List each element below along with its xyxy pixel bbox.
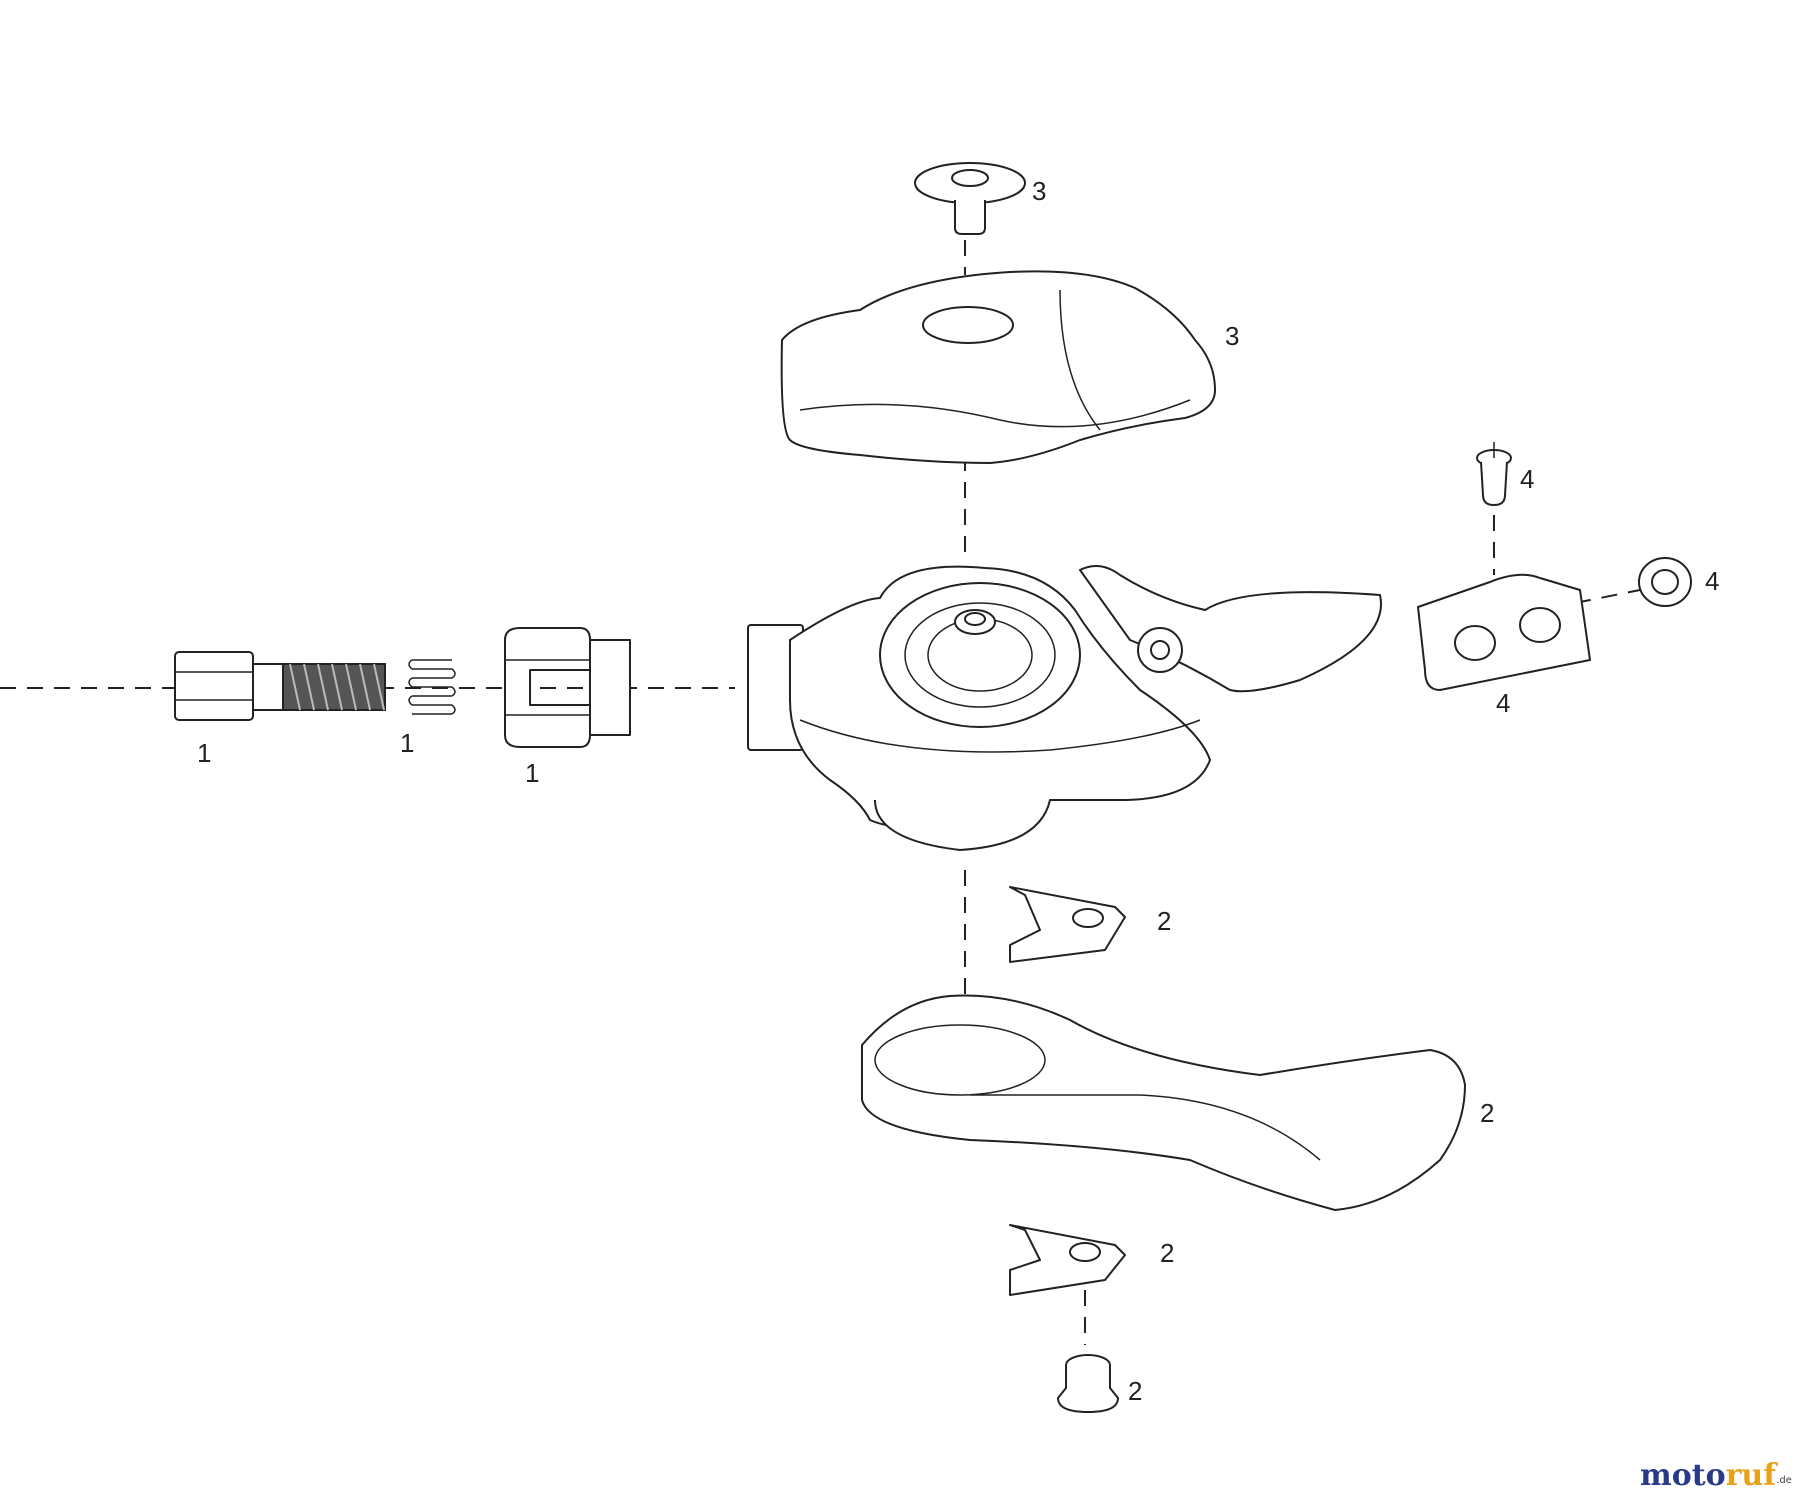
cover-bolt-shank [954,200,986,235]
housing-base [874,799,1051,851]
callout-pump-lever: 2 [1480,1098,1494,1128]
callout-top-cover: 3 [1225,321,1239,351]
clamp-washer [1638,557,1692,607]
callout-cable-clip: 1 [525,758,539,788]
callout-cover-bolt: 3 [1032,176,1046,206]
callout-clamp-screw: 4 [1520,464,1534,494]
watermark-part-b: ruf [1726,1458,1779,1493]
lever-bushing-bottom [1009,1224,1126,1296]
callout-lever-bushing-top: 2 [1157,906,1171,936]
release-trigger [1079,565,1382,693]
callout-labels: 1 1 1 3 3 4 4 4 2 2 2 2 [197,176,1719,1406]
top-cover [780,270,1216,464]
axis-clamp-washer [1574,589,1641,604]
watermark-part-a: moto [1640,1458,1726,1493]
pivot-bolt-body [1057,1365,1119,1413]
callout-lever-bushing-bottom: 2 [1160,1238,1174,1268]
callout-clamp-washer: 4 [1705,566,1719,596]
barrel-neck [252,663,284,711]
spring [408,659,456,715]
clamp-screw [1476,442,1512,506]
clamp-plate-hole-2 [1519,607,1561,643]
cover-bolt-hole [922,306,1014,344]
clamp-plate-body [1417,573,1591,691]
watermark-logo: motoruf.de [1640,1458,1792,1493]
watermark-text: motoruf.de [1640,1458,1792,1493]
clip-body [504,627,591,748]
spool-disc [879,582,1081,728]
cover-shell [780,270,1216,464]
barrel-hex-head [174,651,254,721]
clip-sleeve [589,639,631,736]
clamp-screw-shank [1480,461,1508,506]
clamp-plate [1417,573,1591,691]
bushing-bottom-body [1009,1224,1126,1296]
adjuster-barrel [174,651,386,721]
assembly-axes [0,240,1641,1345]
cover-bolt [914,162,1026,235]
clamp-plate-hole-1 [1454,625,1496,661]
cable-clip [504,627,631,748]
pivot-bolt [1057,1354,1119,1413]
shifter-housing [747,565,1382,851]
callout-pivot-bolt: 2 [1128,1376,1142,1406]
callout-spring: 1 [400,728,414,758]
watermark-suffix: .de [1776,1475,1792,1486]
bushing-top-body [1009,886,1126,963]
pump-lever [861,994,1466,1211]
lever-bushing-top [1009,886,1126,963]
callout-clamp-plate: 4 [1496,688,1510,718]
callout-adjuster-barrel: 1 [197,738,211,768]
lever-arm [861,994,1466,1211]
